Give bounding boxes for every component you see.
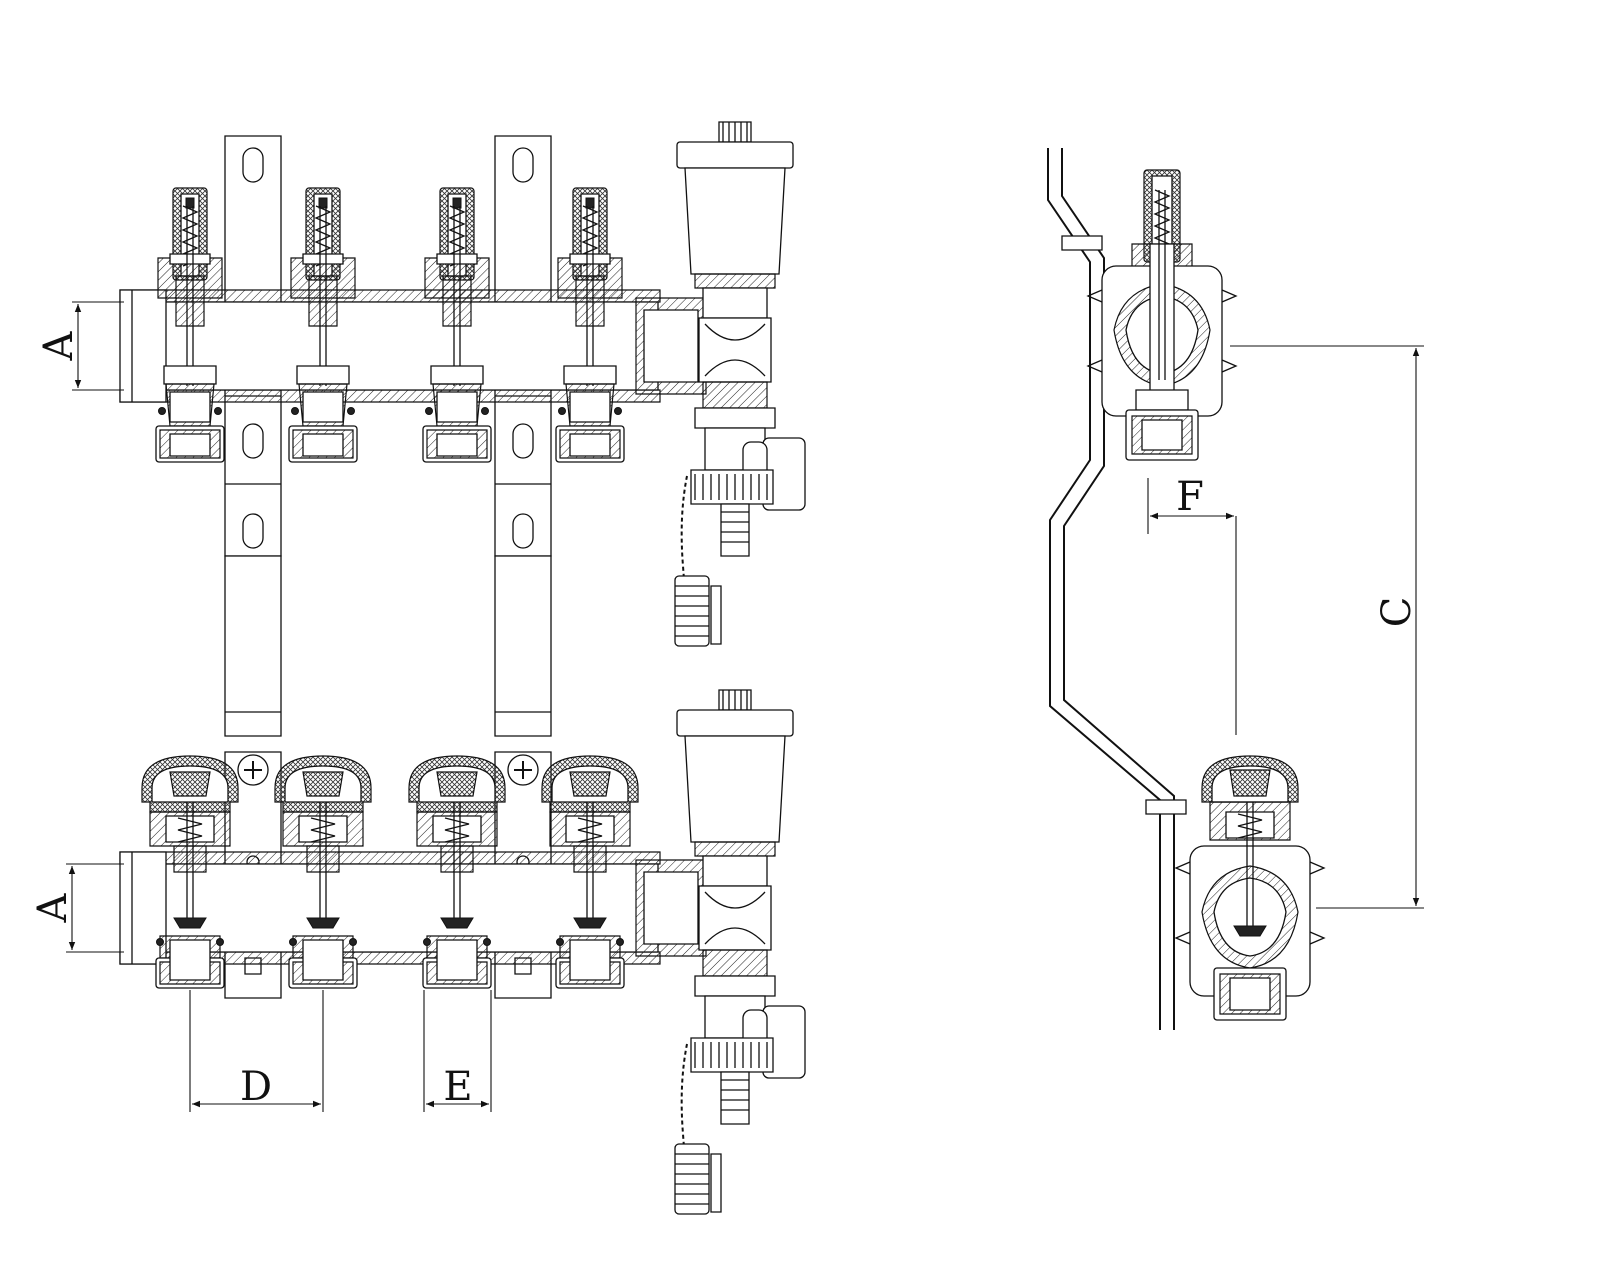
dimension-A-bottom: A xyxy=(30,864,124,952)
side-valve-bottom xyxy=(1175,755,1325,1021)
side-view xyxy=(1048,148,1325,1030)
dimension-label-D: D xyxy=(240,1064,272,1110)
dimension-label-A-bottom: A xyxy=(30,892,76,923)
dimension-A-top: A xyxy=(36,302,124,390)
right-bracket-lower xyxy=(495,556,551,736)
dimension-label-A-top: A xyxy=(36,330,82,361)
front-view xyxy=(120,121,806,1215)
top-manifold-bar xyxy=(120,290,706,402)
dimension-C: C xyxy=(1230,346,1424,908)
dimension-label-E: E xyxy=(443,1064,472,1110)
dimension-E: E xyxy=(424,990,491,1112)
left-bracket-lower xyxy=(225,556,281,736)
dimension-D: D xyxy=(190,990,323,1112)
dimension-label-F: F xyxy=(1176,474,1204,520)
bottom-manifold-bar xyxy=(120,852,706,964)
dimension-F: F xyxy=(1150,474,1234,520)
side-bracket-profile xyxy=(1048,148,1160,1030)
side-valve-top xyxy=(1087,169,1237,461)
dimension-label-C: C xyxy=(1374,597,1420,628)
